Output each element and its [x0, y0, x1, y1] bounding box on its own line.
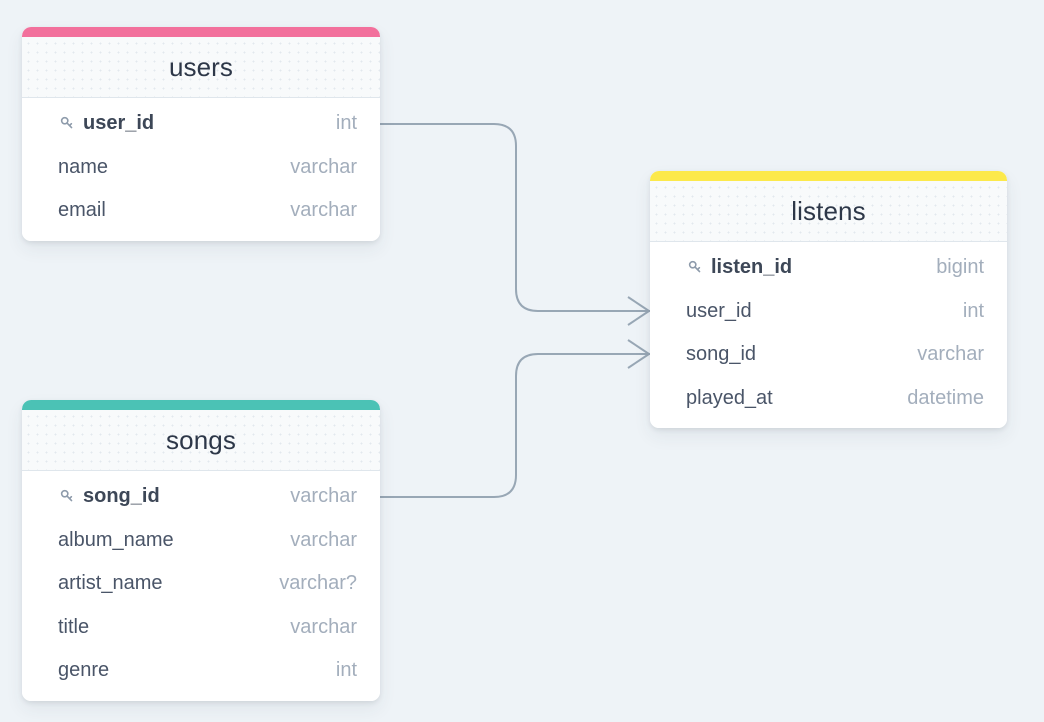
field-name-album-name: album_name — [58, 528, 174, 551]
field-name-user-id: user_id — [83, 112, 155, 135]
field-name-genre: genre — [58, 659, 110, 682]
field-row-songs-artist-name[interactable]: artist_name varchar? — [22, 562, 380, 606]
field-type-genre: int — [335, 659, 357, 682]
field-row-listens-played-at[interactable]: played_at datetime — [650, 377, 1007, 421]
entity-fields-songs: song_id varchar album_name varchar artis… — [22, 471, 380, 701]
field-row-songs-song-id[interactable]: song_id varchar — [22, 475, 380, 519]
key-icon — [686, 259, 704, 277]
field-row-listens-listen-id[interactable]: listen_id bigint — [650, 246, 1007, 290]
entity-card-users[interactable]: users user_id int name varcha — [22, 27, 380, 241]
field-row-songs-album-name[interactable]: album_name varchar — [22, 519, 380, 563]
relationship-songs-to-listens — [380, 339, 650, 498]
field-type-listens-song-id: varchar — [917, 343, 984, 366]
field-type-album-name: varchar — [290, 528, 357, 551]
entity-accent-bar-songs — [22, 400, 380, 410]
field-row-users-name[interactable]: name varchar — [22, 146, 380, 190]
field-type-played-at: datetime — [907, 386, 984, 409]
field-row-listens-user-id[interactable]: user_id int — [650, 290, 1007, 334]
entity-title-songs: songs — [22, 410, 380, 471]
entity-fields-users: user_id int name varchar email varchar — [22, 98, 380, 241]
entity-title-users: users — [22, 37, 380, 98]
crows-foot-users-listens — [627, 296, 650, 326]
entity-accent-bar-users — [22, 27, 380, 37]
field-name-name: name — [58, 155, 109, 178]
crows-foot-songs-listens — [627, 339, 650, 369]
entity-fields-listens: listen_id bigint user_id int song_id var… — [650, 242, 1007, 428]
field-type-artist-name: varchar? — [279, 572, 357, 595]
field-name-title: title — [58, 615, 90, 638]
field-name-email: email — [58, 199, 106, 222]
field-name-listens-song-id: song_id — [686, 343, 757, 366]
field-type-listen-id: bigint — [936, 256, 984, 279]
relationship-users-to-listens — [380, 123, 650, 326]
entity-card-songs[interactable]: songs song_id varchar album_name — [22, 400, 380, 701]
relationship-line-users-listens — [380, 123, 650, 312]
key-icon — [58, 488, 76, 506]
field-name-listen-id: listen_id — [711, 256, 793, 279]
key-icon — [58, 115, 76, 133]
entity-card-listens[interactable]: listens listen_id bigint user_id — [650, 171, 1007, 428]
field-type-email: varchar — [290, 199, 357, 222]
field-row-songs-genre[interactable]: genre int — [22, 649, 380, 693]
field-type-listens-user-id: int — [962, 299, 984, 322]
field-name-listens-user-id: user_id — [686, 299, 752, 322]
field-name-played-at: played_at — [686, 386, 773, 409]
field-row-listens-song-id[interactable]: song_id varchar — [650, 333, 1007, 377]
field-type-name: varchar — [290, 155, 357, 178]
field-row-users-email[interactable]: email varchar — [22, 189, 380, 233]
entity-accent-bar-listens — [650, 171, 1007, 181]
entity-title-listens: listens — [650, 181, 1007, 242]
field-row-users-user-id[interactable]: user_id int — [22, 102, 380, 146]
field-name-artist-name: artist_name — [58, 572, 163, 595]
field-type-user-id: int — [335, 112, 357, 135]
field-name-song-id: song_id — [83, 485, 160, 508]
field-type-song-id: varchar — [290, 485, 357, 508]
relationship-line-songs-listens — [380, 353, 650, 498]
field-type-title: varchar — [290, 615, 357, 638]
field-row-songs-title[interactable]: title varchar — [22, 606, 380, 650]
